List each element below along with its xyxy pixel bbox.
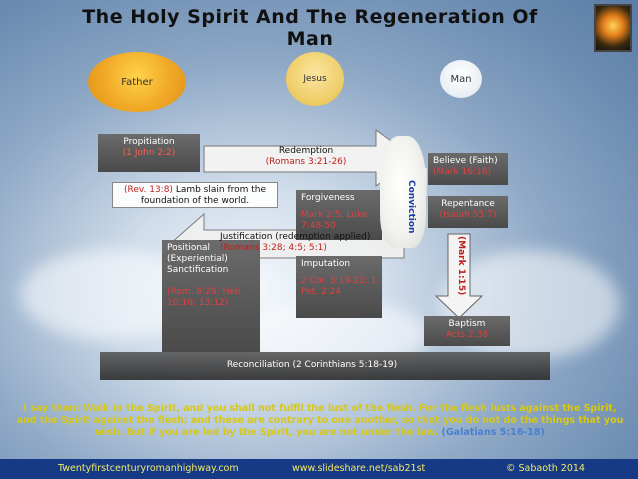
sanctification-line1: Positional bbox=[167, 243, 211, 253]
jesus-label: Jesus bbox=[303, 74, 327, 84]
footer-left: Twentyfirstcenturyromanhighway.com bbox=[58, 463, 239, 474]
propitiation-box: Propitiation (1 John 2:2) bbox=[98, 134, 200, 172]
imputation-box: Imputation 2 Cor. 5:19-21; 1 Pet. 2:24 bbox=[296, 256, 382, 318]
sanctification-box: Positional (Experiential) Sanctification… bbox=[162, 240, 260, 352]
believe-ref: (Mark 16:16) bbox=[433, 167, 492, 177]
sanctification-ref: (Rom. 8:29; Heb. 10:10; 13:12) bbox=[167, 287, 244, 308]
repentance-box: Repentance (Isaiah 55:7) bbox=[428, 196, 508, 228]
justification-title: Justification (redemption applied) bbox=[220, 232, 371, 242]
reconciliation-band bbox=[100, 352, 550, 380]
redemption-label: Redemption (Romans 3:21-26) bbox=[246, 146, 366, 168]
jesus-circle: Jesus bbox=[286, 52, 344, 106]
man-circle: Man bbox=[440, 60, 482, 98]
quote-text: I say then: Walk in the Spirit, and you … bbox=[16, 403, 624, 438]
lamb-text: Lamb slain from the foundation of the wo… bbox=[140, 185, 267, 206]
mark-ref-label: (Mark 1:15) bbox=[456, 236, 466, 296]
galatians-quote: I say then: Walk in the Spirit, and you … bbox=[14, 403, 626, 439]
baptism-box: Baptism Acts 2:38 bbox=[424, 316, 510, 346]
justification-label: Justification (redemption applied) (Roma… bbox=[216, 232, 382, 256]
repentance-ref: (Isaiah 55:7) bbox=[439, 210, 497, 220]
imputation-ref: 2 Cor. 5:19-21; 1 Pet. 2:24 bbox=[301, 276, 377, 297]
father-circle: Father bbox=[88, 52, 186, 112]
forgiveness-ref: Mark 2:5; Luke 7:48-50 bbox=[301, 210, 368, 231]
justification-ref: (Romans 3:28; 4:5; 5:1) bbox=[220, 243, 327, 253]
repentance-label: Repentance bbox=[441, 199, 495, 209]
baptism-ref: Acts 2:38 bbox=[445, 330, 489, 340]
mark-down-arrow bbox=[434, 233, 484, 319]
sabaoth-logo bbox=[594, 4, 632, 52]
believe-label: Believe (Faith) bbox=[433, 156, 498, 166]
footer-bar: Twentyfirstcenturyromanhighway.com www.s… bbox=[0, 459, 638, 479]
believe-box: Believe (Faith) (Mark 16:16) bbox=[428, 153, 508, 185]
baptism-label: Baptism bbox=[448, 319, 486, 329]
forgiveness-label: Forgiveness bbox=[301, 193, 355, 203]
dove-image bbox=[380, 136, 426, 248]
quote-ref: (Galatians 5:16-18) bbox=[441, 427, 545, 438]
lamb-ref: (Rev. 13:8) bbox=[123, 185, 173, 195]
page-title: The Holy Spirit And The Regeneration Of … bbox=[82, 6, 538, 50]
propitiation-ref: (1 John 2:2) bbox=[122, 148, 176, 158]
conviction-label: Conviction bbox=[406, 180, 416, 234]
reconciliation-label: Reconciliation (2 Corinthians 5:18-19) bbox=[226, 360, 398, 370]
propitiation-label: Propitiation bbox=[123, 137, 175, 147]
redemption-title: Redemption bbox=[278, 146, 334, 156]
lamb-box: (Rev. 13:8) Lamb slain from the foundati… bbox=[112, 182, 278, 208]
footer-right: © Sabaoth 2014 bbox=[506, 463, 585, 474]
footer-center: www.slideshare.net/sab21st bbox=[292, 463, 426, 474]
father-label: Father bbox=[121, 76, 153, 88]
sanctification-line2: (Experiential) bbox=[167, 254, 228, 264]
sanctification-line3: Sanctification bbox=[167, 265, 229, 275]
man-label: Man bbox=[450, 73, 472, 85]
forgiveness-box: Forgiveness Mark 2:5; Luke 7:48-50 bbox=[296, 190, 382, 240]
imputation-label: Imputation bbox=[301, 259, 351, 269]
redemption-ref: (Romans 3:21-26) bbox=[265, 157, 347, 167]
